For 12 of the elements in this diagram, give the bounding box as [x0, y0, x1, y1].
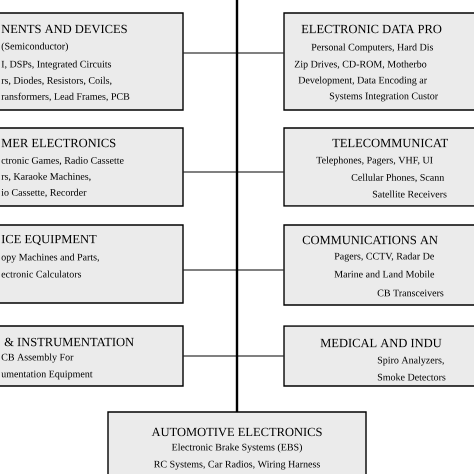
category-box: TELECOMMUNICAT Telephones, Pagers, VHF, UI Cellular Phones, Scann Satellite Receivers	[283, 127, 474, 207]
category-box: COMMUNICATIONS AN Pagers, CCTV, Radar De Marine and Land Mobile CB Transceivers	[283, 224, 474, 306]
connector-line	[236, 402, 238, 412]
category-box: MEDICAL AND INDU Spiro Analyzers, Smoke Detectors	[283, 325, 474, 387]
category-box: & INSTRUMENTATION CB Assembly For umentation Equipment	[0, 325, 184, 387]
category-box: ELECTRONIC DATA PRO Personal Computers, Hard Dis Zip Drives, CD-ROM, Motherbo Development, Data Encoding ar Systems Integration Custor	[283, 12, 474, 111]
category-box: NENTS AND DEVICES (Semiconductor) I, DSPs, Integrated Circuits rs, Diodes, Resistors, Coils, ransformers, Lead Frames, PCB	[0, 12, 184, 111]
category-box: MER ELECTRONICS ctronic Games, Radio Cassette rs, Karaoke Machines, io Cassette, Recorder	[0, 127, 184, 207]
category-box: AUTOMOTIVE ELECTRONICS Electronic Brake Systems (EBS) RC Systems, Car Radios, Wiring Harness	[107, 411, 367, 474]
connector-line	[183, 52, 238, 54]
connector-line	[236, 52, 284, 54]
category-box: ICE EQUIPMENT opy Machines and Parts, ectronic Calculators	[0, 224, 184, 304]
